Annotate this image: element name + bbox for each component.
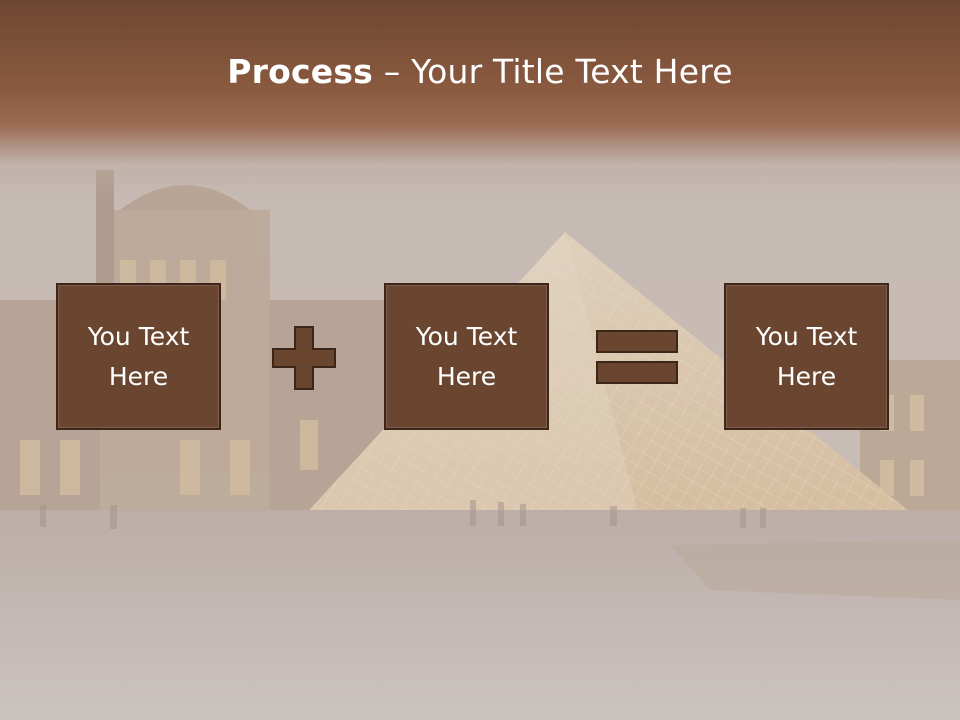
equals-icon	[596, 330, 678, 384]
title-rest-part: – Your Title Text Here	[373, 52, 733, 91]
process-box-1-label: You Text Here	[87, 321, 190, 391]
process-box-3-label: You Text Here	[755, 321, 858, 391]
slide-title: Process – Your Title Text Here	[0, 52, 960, 91]
process-box-3[interactable]: You Text Here	[724, 283, 889, 430]
title-bold-part: Process	[227, 52, 374, 91]
process-box-1[interactable]: You Text Here	[56, 283, 221, 430]
header-band	[0, 0, 960, 200]
plus-icon	[272, 326, 336, 390]
process-box-2-label: You Text Here	[415, 321, 518, 391]
process-box-2[interactable]: You Text Here	[384, 283, 549, 430]
